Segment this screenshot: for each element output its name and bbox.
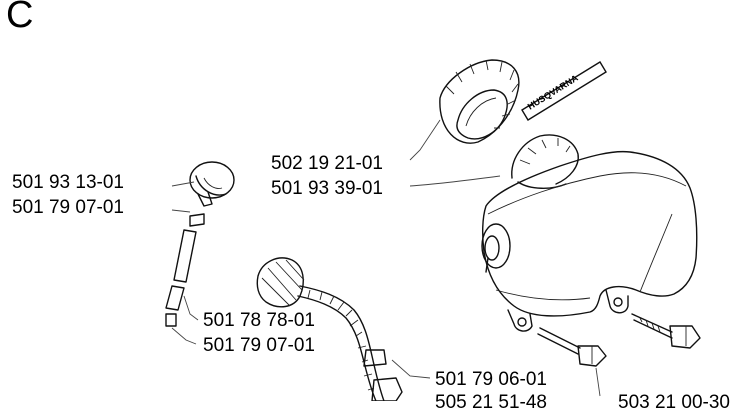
tank-screw-left [537, 327, 607, 367]
fuel-tank-part [481, 134, 698, 332]
tank-screw-right [631, 313, 701, 349]
exploded-view-drawing: HUSQVARNA [165, 59, 701, 401]
fuel-hose-part [165, 229, 197, 327]
leader-lines [171, 119, 601, 397]
part-label-cap-ring: 502 19 21-01 [271, 153, 383, 174]
decal-sticker: HUSQVARNA [521, 61, 607, 121]
part-label-filter-cap: 501 93 13-01 [12, 172, 124, 193]
parts-diagram: HUSQVARNA [6, 0, 730, 412]
fuel-filter-part [256, 257, 403, 401]
section-letter: C [6, 0, 34, 36]
part-label-tank-cap: 501 93 39-01 [271, 178, 383, 199]
part-label-right-partial: 503 21 00-30 [618, 392, 730, 413]
part-label-clip-top: 501 79 07-01 [12, 197, 124, 218]
clip-top-part [189, 213, 205, 227]
part-label-bottom-partial: 505 21 51-48 [435, 392, 547, 413]
part-label-tank-screw: 501 79 06-01 [435, 369, 547, 390]
filter-cap-part [189, 161, 235, 207]
cap-ring-part [439, 59, 520, 144]
part-label-clip-bottom: 501 79 07-01 [203, 335, 315, 356]
part-label-fuel-hose: 501 78 78-01 [203, 310, 315, 331]
